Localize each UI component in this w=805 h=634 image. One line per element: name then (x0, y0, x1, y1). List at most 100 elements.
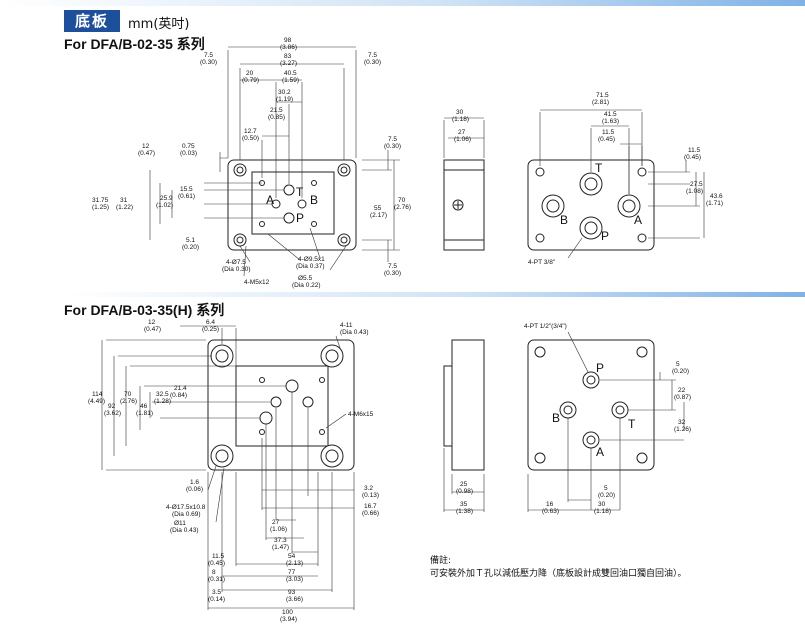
dimension-label: 11.5 (212, 553, 225, 560)
s2-bottom-port-b (559, 401, 577, 419)
dimension-label: 98 (284, 37, 292, 44)
s2-port-hole (259, 411, 273, 425)
s2-top-view: 12 (0.47) 6.4 (0.25) 4-11 (Dia 0.43) 114… (88, 319, 379, 623)
s2-screw-hole (259, 377, 265, 383)
dimension-label: (0.66) (362, 510, 379, 517)
dimension-label: (1.02) (156, 202, 173, 209)
dimension-label: (3.66) (286, 596, 303, 603)
dimension-label: 7.5 (388, 136, 397, 143)
dimension-label: 16 (546, 501, 554, 508)
s1-port-label: A (266, 193, 274, 207)
s2-screw-hole (319, 429, 325, 435)
dimension-label: 15.5 (180, 186, 193, 193)
dimension-label: (2.81) (592, 99, 609, 106)
dimension-label: 31.75 (92, 197, 109, 204)
s2-bottom-screw (534, 346, 546, 358)
dimension-label: 4-M6x15 (348, 411, 374, 418)
s2-side-view: 25 (0.98) 35 (1.38) (443, 339, 485, 515)
dimension-label: 6.4 (206, 319, 215, 326)
dimension-label: (0.30) (364, 59, 381, 66)
dimension-label: 4-Ø9.5x1 (298, 256, 325, 263)
dimension-label: (1.06) (270, 526, 287, 533)
header-tag: 底板 (64, 10, 120, 32)
s1-top-view: A T B P 98 (3.86) 7.5 (0.30) 83 (3.27) 7… (92, 37, 411, 289)
dimension-label: (0.45) (598, 136, 615, 143)
s1-port-t (283, 184, 295, 196)
s1-bottom-port-t (579, 172, 603, 196)
dimension-label: (0.06) (186, 486, 203, 493)
s1-port-label: B (310, 193, 318, 207)
dimension-label: (1.25) (92, 204, 109, 211)
dimension-label: 27 (458, 129, 466, 136)
dimension-label: (0.45) (684, 154, 701, 161)
s1-port-label: T (296, 185, 304, 199)
dimension-label: (Dia 0.43) (170, 527, 199, 534)
dimension-label: (3.86) (280, 44, 297, 51)
s2-bottom-view: P B T A 4-PT 1/2"(3/4") 5 (0.20) 22 (0.8… (524, 323, 691, 515)
dimension-label: 12 (142, 143, 150, 150)
dimension-label: 25 (460, 481, 468, 488)
dimension-label: 71.5 (596, 92, 609, 99)
dimension-label: P (596, 361, 604, 375)
dimension-label: 4-Ø17.5x10.8 (166, 504, 206, 511)
dimension-label: T (628, 417, 636, 431)
dimension-label: 92 (108, 403, 116, 410)
s1-bottom-screw (637, 167, 647, 177)
s1-corner-hole (337, 233, 351, 247)
s2-bottom-port-p (582, 371, 600, 389)
s1-side-view: 30 (1.18) 27 (1.06) (443, 109, 485, 251)
s2-bottom-screw (636, 452, 648, 464)
dimension-label: 4-PT 1/2"(3/4") (524, 323, 567, 330)
s2-side-outline (451, 339, 485, 471)
dimension-label: 11.5 (602, 129, 615, 136)
dimension-label: P (601, 229, 609, 243)
dimension-label: 40.5 (284, 70, 297, 77)
s2-screw-hole (319, 377, 325, 383)
dimension-label: (0.85) (268, 114, 285, 121)
s2-port-hole (270, 396, 282, 408)
dimension-label: (0.20) (672, 368, 689, 375)
dimension-label: (Dia 0.22) (292, 282, 321, 289)
dimension-label: 54 (288, 553, 296, 560)
dimension-label: (0.13) (362, 492, 379, 499)
s2-corner-counterbore (320, 444, 344, 468)
dimension-label: 22 (678, 387, 686, 394)
s1-bottom-screw (535, 233, 545, 243)
s1-corner-hole (233, 233, 247, 247)
dimension-label: 16.7 (364, 503, 377, 510)
dimension-label: 35 (460, 501, 468, 508)
top-accent-bar (0, 0, 805, 6)
dimension-label: (1.59) (282, 77, 299, 84)
dimension-label: (Dia 0.69) (172, 511, 201, 518)
dimension-label: 93 (288, 589, 296, 596)
dimension-label: 4-11 (340, 322, 353, 329)
dimension-label: (0.31) (208, 576, 225, 583)
section1-title: For DFA/B-02-35 系列 (64, 36, 205, 52)
s2-corner-counterbore (210, 344, 234, 368)
dimension-label: 4-Ø7.5 (226, 259, 246, 266)
s2-screw-hole (259, 429, 265, 435)
note-block: 備註: 可安裝外加Ｔ孔以減低壓力降（底板設計成雙回油口獨自回油）。 (430, 555, 687, 581)
unit-label: mm(英吋) (128, 17, 190, 32)
dimension-label: (1.71) (706, 200, 723, 207)
dimension-label: 83 (284, 53, 292, 60)
s2-side-flange (443, 365, 453, 447)
dimension-label: (1.08) (686, 188, 703, 195)
dimension-label: (0.61) (178, 193, 195, 200)
dimension-label: (3.94) (280, 616, 297, 623)
dimension-label: 31 (120, 197, 128, 204)
dimension-label: (2.76) (394, 204, 411, 211)
dimension-label: 114 (92, 391, 103, 398)
s2-pocket (235, 365, 329, 447)
dimension-label: (0.47) (138, 150, 155, 157)
s2-plate-outline (207, 339, 355, 471)
s1-bottom-port-a (617, 194, 641, 218)
dimension-label: Ø5.5 (298, 275, 312, 282)
dimension-label: (0.63) (542, 508, 559, 515)
dimension-label: 30 (456, 109, 464, 116)
dimension-label: (0.30) (384, 143, 401, 150)
s1-port-label: P (296, 211, 304, 225)
s1-screw-hole (311, 221, 317, 227)
s1-corner-hole (337, 163, 351, 177)
